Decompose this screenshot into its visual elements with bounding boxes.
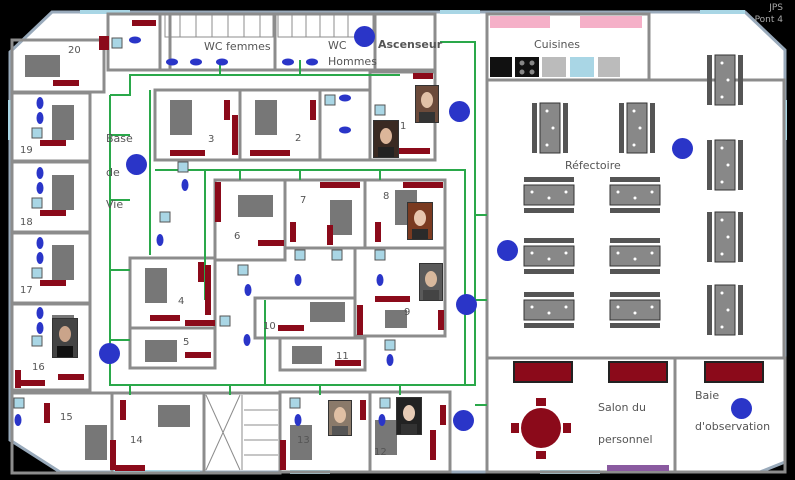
room-number-8: 8 (383, 191, 390, 202)
stairwell (205, 394, 278, 471)
table (707, 139, 743, 191)
sinks (13, 37, 396, 409)
room-number-12: 12 (374, 447, 387, 458)
table (619, 102, 655, 154)
toilets (14, 36, 394, 426)
table (523, 177, 575, 213)
portrait-icon[interactable] (407, 202, 433, 240)
table (707, 284, 743, 336)
deck-header: JPS Pont 4 (755, 2, 783, 26)
room-number-16: 16 (32, 362, 45, 373)
portrait-icon[interactable] (396, 397, 422, 435)
table (707, 211, 743, 263)
marker-dot-icon[interactable] (354, 26, 375, 47)
room-number-13: 13 (297, 435, 310, 446)
room-number-2: 2 (295, 133, 302, 144)
wc-hommes-label: WC (328, 39, 347, 52)
room-number-10: 10 (263, 321, 276, 332)
cuisines-label: Cuisines (534, 38, 580, 51)
room-number-15: 15 (60, 412, 73, 423)
base-label: Base (106, 132, 133, 145)
baie-label-2: d'observation (695, 420, 771, 433)
portrait-icon[interactable] (52, 318, 78, 358)
portrait-icon[interactable] (328, 400, 352, 436)
salon-label: Salon du (598, 401, 646, 414)
marker-dot-icon[interactable] (99, 343, 120, 364)
furniture-red (15, 36, 443, 471)
table (523, 292, 575, 328)
beds (25, 55, 417, 460)
kitchen (490, 16, 642, 77)
marker-dot-icon[interactable] (449, 101, 470, 122)
room-number-5: 5 (183, 337, 190, 348)
table (532, 102, 568, 154)
marker-dot-icon[interactable] (731, 398, 752, 419)
room-number-20: 20 (68, 45, 81, 56)
portrait-icon[interactable] (373, 120, 399, 158)
table (609, 292, 661, 328)
room-number-1: 1 (400, 121, 407, 132)
room-number-9: 9 (404, 307, 411, 318)
room-number-17: 17 (20, 285, 33, 296)
baie-label: Baie (695, 389, 720, 402)
wc-femmes-label: WC femmes (204, 40, 271, 53)
room-number-7: 7 (300, 195, 307, 206)
refectoire-label: Réfectoire (565, 159, 621, 172)
table (609, 238, 661, 274)
table (609, 177, 661, 213)
room-number-3: 3 (208, 134, 215, 145)
deck-label: Pont 4 (754, 15, 783, 25)
marker-dot-icon[interactable] (497, 240, 518, 261)
room-number-19: 19 (20, 145, 33, 156)
base-label-2: de (106, 166, 120, 179)
room-number-11: 11 (336, 351, 349, 362)
marker-dot-icon[interactable] (456, 294, 477, 315)
salon-label-2: personnel (598, 433, 653, 446)
refectory-tables (523, 54, 743, 336)
ascenseur-label: Ascenseur (378, 38, 443, 51)
room-number-14: 14 (130, 435, 143, 446)
desks (40, 20, 446, 425)
marker-dot-icon[interactable] (453, 410, 474, 431)
marker-dot-icon[interactable] (126, 154, 147, 175)
walls (10, 12, 787, 475)
portrait-icon[interactable] (419, 263, 443, 301)
room-number-18: 18 (20, 217, 33, 228)
wc-stalls (164, 14, 374, 38)
salon (511, 361, 764, 471)
base-label-3: Vie (106, 198, 124, 211)
site-label: JPS (769, 3, 783, 13)
table (707, 54, 743, 106)
portrait-icon[interactable] (415, 85, 439, 123)
room-number-4: 4 (178, 296, 185, 307)
table (523, 238, 575, 274)
marker-dot-icon[interactable] (672, 138, 693, 159)
wc-hommes-label-2: Hommes (328, 55, 377, 68)
room-number-6: 6 (234, 231, 241, 242)
